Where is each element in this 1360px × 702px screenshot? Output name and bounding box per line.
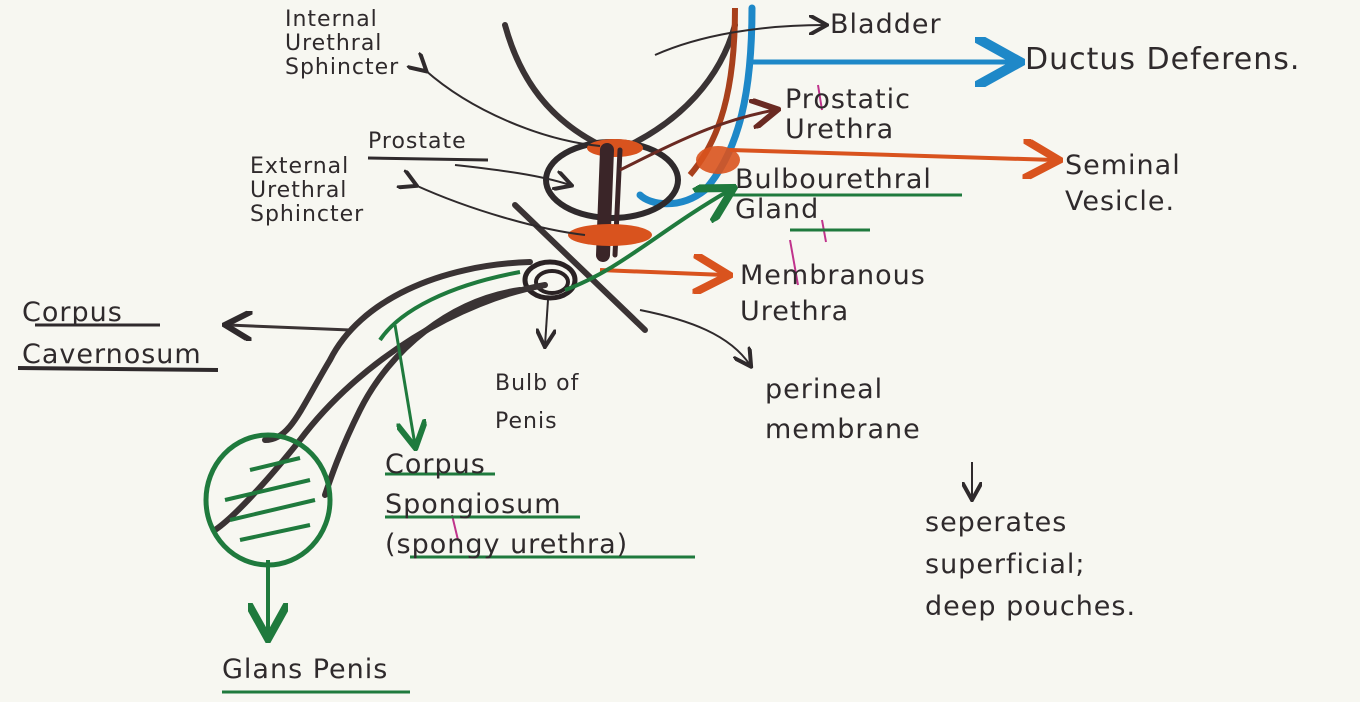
seminal-vesicle-arrow bbox=[730, 150, 1055, 160]
label-bladder: Bladder bbox=[830, 10, 942, 40]
perineal-membrane-pointer bbox=[640, 310, 750, 365]
external-sphincter-pointer bbox=[415, 185, 585, 235]
seminal-vesicle-body bbox=[696, 146, 740, 174]
label-prostate: Prostate bbox=[368, 130, 467, 154]
bulb-of-penis-pointer bbox=[545, 300, 548, 345]
label-corpus-spongiosum: Corpus Spongiosum (spongy urethra) bbox=[385, 445, 628, 565]
label-bulbourethral-gland: Bulbourethral Gland bbox=[735, 165, 932, 225]
label-note: seperates superficial; deep pouches. bbox=[925, 502, 1136, 628]
label-ductus-deferens: Ductus Deferens. bbox=[1025, 45, 1300, 75]
bladder-pointer bbox=[655, 25, 825, 55]
label-external-urethral-sphincter: External Urethral Sphincter bbox=[250, 155, 364, 227]
label-seminal-vesicle: Seminal Vesicle. bbox=[1065, 148, 1181, 220]
label-corpus-cavernosum: Corpus Cavernosum bbox=[22, 292, 202, 376]
label-glans-penis: Glans Penis bbox=[222, 655, 388, 685]
label-bulb-of-penis: Bulb of Penis bbox=[495, 365, 579, 441]
prostate-pointer bbox=[455, 165, 570, 185]
prostate-underline bbox=[368, 158, 488, 160]
internal-sphincter-blob bbox=[587, 139, 643, 157]
bladder-outline-left bbox=[505, 25, 600, 145]
label-perineal-membrane: perineal membrane bbox=[765, 370, 921, 450]
corpus-spongiosum-line bbox=[380, 272, 520, 340]
label-membranous-urethra: Membranous Urethra bbox=[740, 258, 926, 330]
label-internal-urethral-sphincter: Internal Urethral Sphincter bbox=[285, 8, 399, 80]
corpus-cavernosum-arrow bbox=[228, 325, 350, 330]
membranous-urethra-arrow bbox=[600, 270, 725, 275]
label-prostatic-urethra: Prostatic Urethra bbox=[785, 85, 911, 145]
